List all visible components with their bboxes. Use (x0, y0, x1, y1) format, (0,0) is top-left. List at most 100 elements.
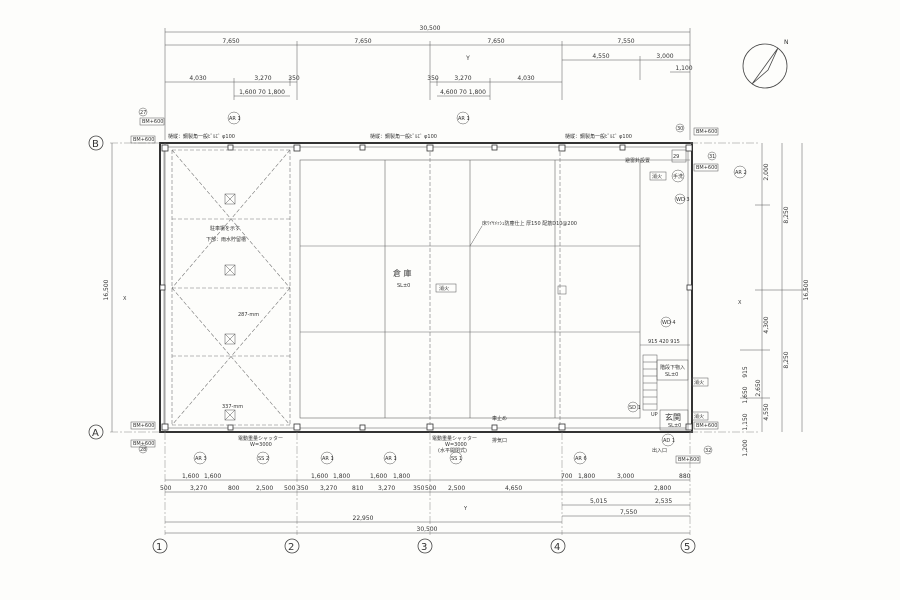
dim-b2-2: 3,270 (190, 485, 207, 492)
tag-ar-b4: AR 6 (575, 456, 587, 462)
tag-sd-1: SD 1 (629, 405, 641, 411)
dim-b1-1: 1,600 (182, 473, 199, 480)
wash-label: 手洗 (673, 173, 683, 180)
dim-right-10: 1,150 (742, 413, 749, 430)
circle-num-2: 28 (140, 447, 146, 453)
north-arrow: N (742, 39, 789, 89)
dim-top-mid-row2: 4,600 70 1,800 (440, 89, 486, 96)
dim-b2-5: 500 (284, 485, 296, 492)
fire-extinguisher-1: 消火 (439, 285, 449, 292)
dim-b1-5: 1,600 (370, 473, 387, 480)
dim-top-mid-2: 3,270 (454, 75, 471, 82)
pole-label-box: 29 (673, 154, 679, 160)
dim-b2-1: 500 (160, 485, 172, 492)
bm-right-bottom: BM+600 (696, 423, 717, 429)
left-height-dimension: 16,500 X X (103, 143, 742, 432)
dim-right-8: 915 (742, 366, 749, 378)
dim-left-height: 16,500 (103, 279, 110, 300)
dim-b1-9: 3,000 (617, 473, 634, 480)
dim-right-1: 2,000 (763, 163, 770, 180)
dim-b1-7: 700 (561, 473, 573, 480)
bottom-rope-note: 337-mm (222, 404, 243, 410)
dim-bottom-right-c: 7,550 (620, 509, 637, 516)
dim-b2-4: 2,500 (256, 485, 273, 492)
structural-columns (159, 144, 693, 431)
dim-b1-10: 880 (679, 473, 691, 480)
top-tags: AR 1 AR 1 AR 2 (227, 111, 747, 179)
tag-ar-b2: AR 1 (322, 456, 334, 462)
dim-right-5: 8,250 (783, 351, 790, 368)
dim-bay-1: 7,650 (222, 38, 239, 45)
shutter-mid-size: W=3000 (445, 442, 467, 448)
dim-b2-6: 350 (297, 485, 309, 492)
dim-bottom-right-b2: 2,535 (655, 498, 672, 505)
fire-extinguisher-2: 消火 (652, 173, 662, 180)
tag-ar-right: AR 2 (735, 170, 747, 176)
dim-bottom-right-a: 2,800 (654, 485, 671, 492)
dim-b1-2: 1,600 (204, 473, 221, 480)
tag-ad-1: AD 1 (663, 438, 675, 444)
dim-bay-4: 7,550 (617, 38, 634, 45)
circle-num-5: 32 (705, 448, 711, 454)
dim-top-left-2: 3,270 (254, 75, 271, 82)
fire-extinguisher-3: 消火 (694, 379, 704, 386)
entry-label: 出入口 (652, 447, 667, 454)
gutter-note-mid: 樋縦：鋼製角一般ﾋﾟﾙｴﾞ φ100 (370, 133, 437, 140)
bm-right-top: BM+600 (696, 129, 717, 135)
room-warehouse: 倉 庫 (393, 268, 412, 278)
stair-up: UP (651, 412, 658, 418)
dim-right-7: 1,650 (742, 386, 749, 403)
fire-extinguisher-4: 消火 (694, 413, 704, 420)
row-axes: B A (88, 135, 104, 440)
parking-note: 駐車場を示す (210, 225, 240, 232)
dim-bottom-total: 30,500 (417, 526, 438, 533)
dim-right-2: 8,250 (783, 206, 790, 223)
dim-right-sub-2: 3,000 (656, 53, 673, 60)
dim-bottom-sub-total: 22,950 (353, 515, 374, 522)
dim-b2-13: 4,650 (505, 485, 522, 492)
axis-col-2: 2 (288, 542, 294, 553)
dim-right-4: 4,300 (763, 316, 770, 333)
stop-note: 車止め (492, 415, 507, 422)
dim-b1-8: 1,800 (578, 473, 595, 480)
axis-row-b: B (92, 139, 99, 150)
tag-ss-b1: SS 2 (258, 456, 269, 462)
tag-ar-b3: AR 1 (385, 456, 397, 462)
axis-col-1: 1 (156, 542, 162, 553)
bm-right-top2: BM+600 (696, 165, 717, 171)
right-height-dimensions: 2,000 8,250 16,500 4,300 8,250 2,650 1,6… (740, 143, 810, 457)
tag-wd-3: WD 3 (676, 197, 690, 203)
dim-right-3: 16,500 (803, 279, 810, 300)
axis-x-left: X (123, 296, 127, 302)
axis-col-3: 3 (421, 542, 427, 553)
ceiling-note: 下部：雨水貯留槽 (206, 236, 246, 243)
gutter-note-left: 樋縦：鋼製角一般ﾋﾟﾙｴﾞ φ100 (168, 133, 235, 140)
bm-bottom-left: BM+600 (133, 441, 154, 447)
lightning-rod-note: 避雷針設置 (625, 157, 650, 164)
gutter-note-right: 樋縦：鋼製角一般ﾋﾟﾙｴﾞ φ100 (565, 133, 632, 140)
building-outline (159, 142, 693, 433)
dim-top-mid-1: 350 (427, 75, 439, 82)
dim-b2-7: 3,270 (320, 485, 337, 492)
axis-col-4: 4 (554, 542, 560, 553)
slab-note: 床ﾜｲﾔﾒｯｼｭ防塵仕上 厚150 配筋D10@200 (482, 220, 577, 227)
dim-right-6: 2,650 (755, 379, 762, 396)
dim-b2-12: 2,500 (448, 485, 465, 492)
dim-right-11: 1,200 (742, 439, 749, 456)
bm-left-bottom: BM+600 (133, 423, 154, 429)
right-service-area: 29 避雷針設置 消火 手洗 WD 3 WD 4 915 420 915 UP … (625, 149, 709, 431)
gutter-notes: 樋縦：鋼製角一般ﾋﾟﾙｴﾞ φ100 樋縦：鋼製角一般ﾋﾟﾙｴﾞ φ100 樋縦… (168, 133, 632, 140)
exhaust-label: 排気口 (492, 437, 507, 444)
tag-ar-b1: AR 3 (195, 456, 207, 462)
circle-num-4: 31 (709, 154, 715, 160)
dim-right-9: 4,550 (763, 403, 770, 420)
rope-note: 287-mm (238, 312, 259, 318)
bm-bottom-right: BM+600 (678, 457, 699, 463)
dim-bay-3: 7,650 (487, 38, 504, 45)
column-axes: 1 2 3 4 5 (152, 538, 696, 554)
shutter-mid-note: (水平開閉式) (438, 447, 467, 454)
bottom-tags: AR 3 SS 2 AR 1 AR 1 SS 1 AR 6 AD 1 (193, 433, 675, 465)
north-label: N (784, 39, 789, 46)
room-under-stairs: 階段下物入 (660, 364, 685, 371)
